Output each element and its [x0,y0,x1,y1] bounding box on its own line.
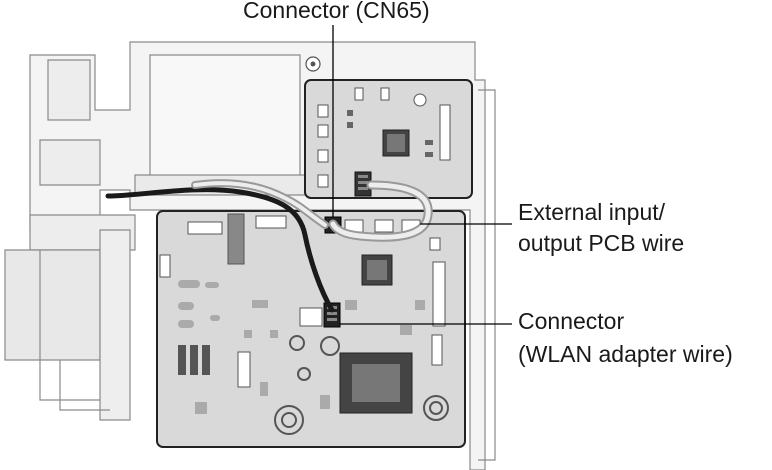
label-connector-cn65: Connector (CN65) [243,0,430,23]
label-external-io-wire-line2: output PCB wire [518,230,685,256]
external-io-pcb-wire [191,179,433,242]
label-wlan-connector-line2: (WLAN adapter wire) [518,341,733,367]
wlan-adapter-wire [105,187,335,313]
mounting-screw [305,56,321,72]
label-wlan-connector-line1: Connector [518,308,625,334]
label-external-io-wire-line1: External input/ [518,199,666,225]
main-pcb [156,210,466,448]
leader-lines [332,25,512,325]
external-io-pcb [304,79,473,199]
